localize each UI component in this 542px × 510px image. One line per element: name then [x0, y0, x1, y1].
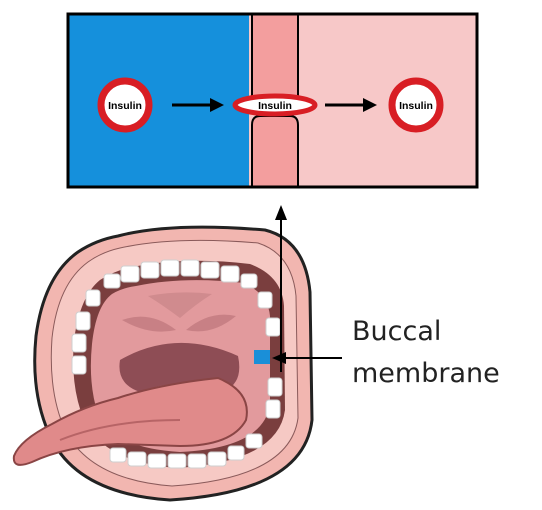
buccal-label-line1: Buccal [352, 318, 441, 345]
left-region [68, 14, 249, 187]
buccal-label-line2: membrane [352, 360, 500, 387]
transport-panel: Insulin Insulin Insulin [68, 14, 477, 187]
insulin-right-label: Insulin [399, 100, 433, 112]
insulin-middle-label: Insulin [258, 100, 292, 112]
buccal-membrane-marker [254, 350, 270, 364]
open-mouth-illustration [14, 227, 312, 500]
insulin-left-label: Insulin [108, 100, 142, 112]
membrane-channel [252, 14, 298, 104]
